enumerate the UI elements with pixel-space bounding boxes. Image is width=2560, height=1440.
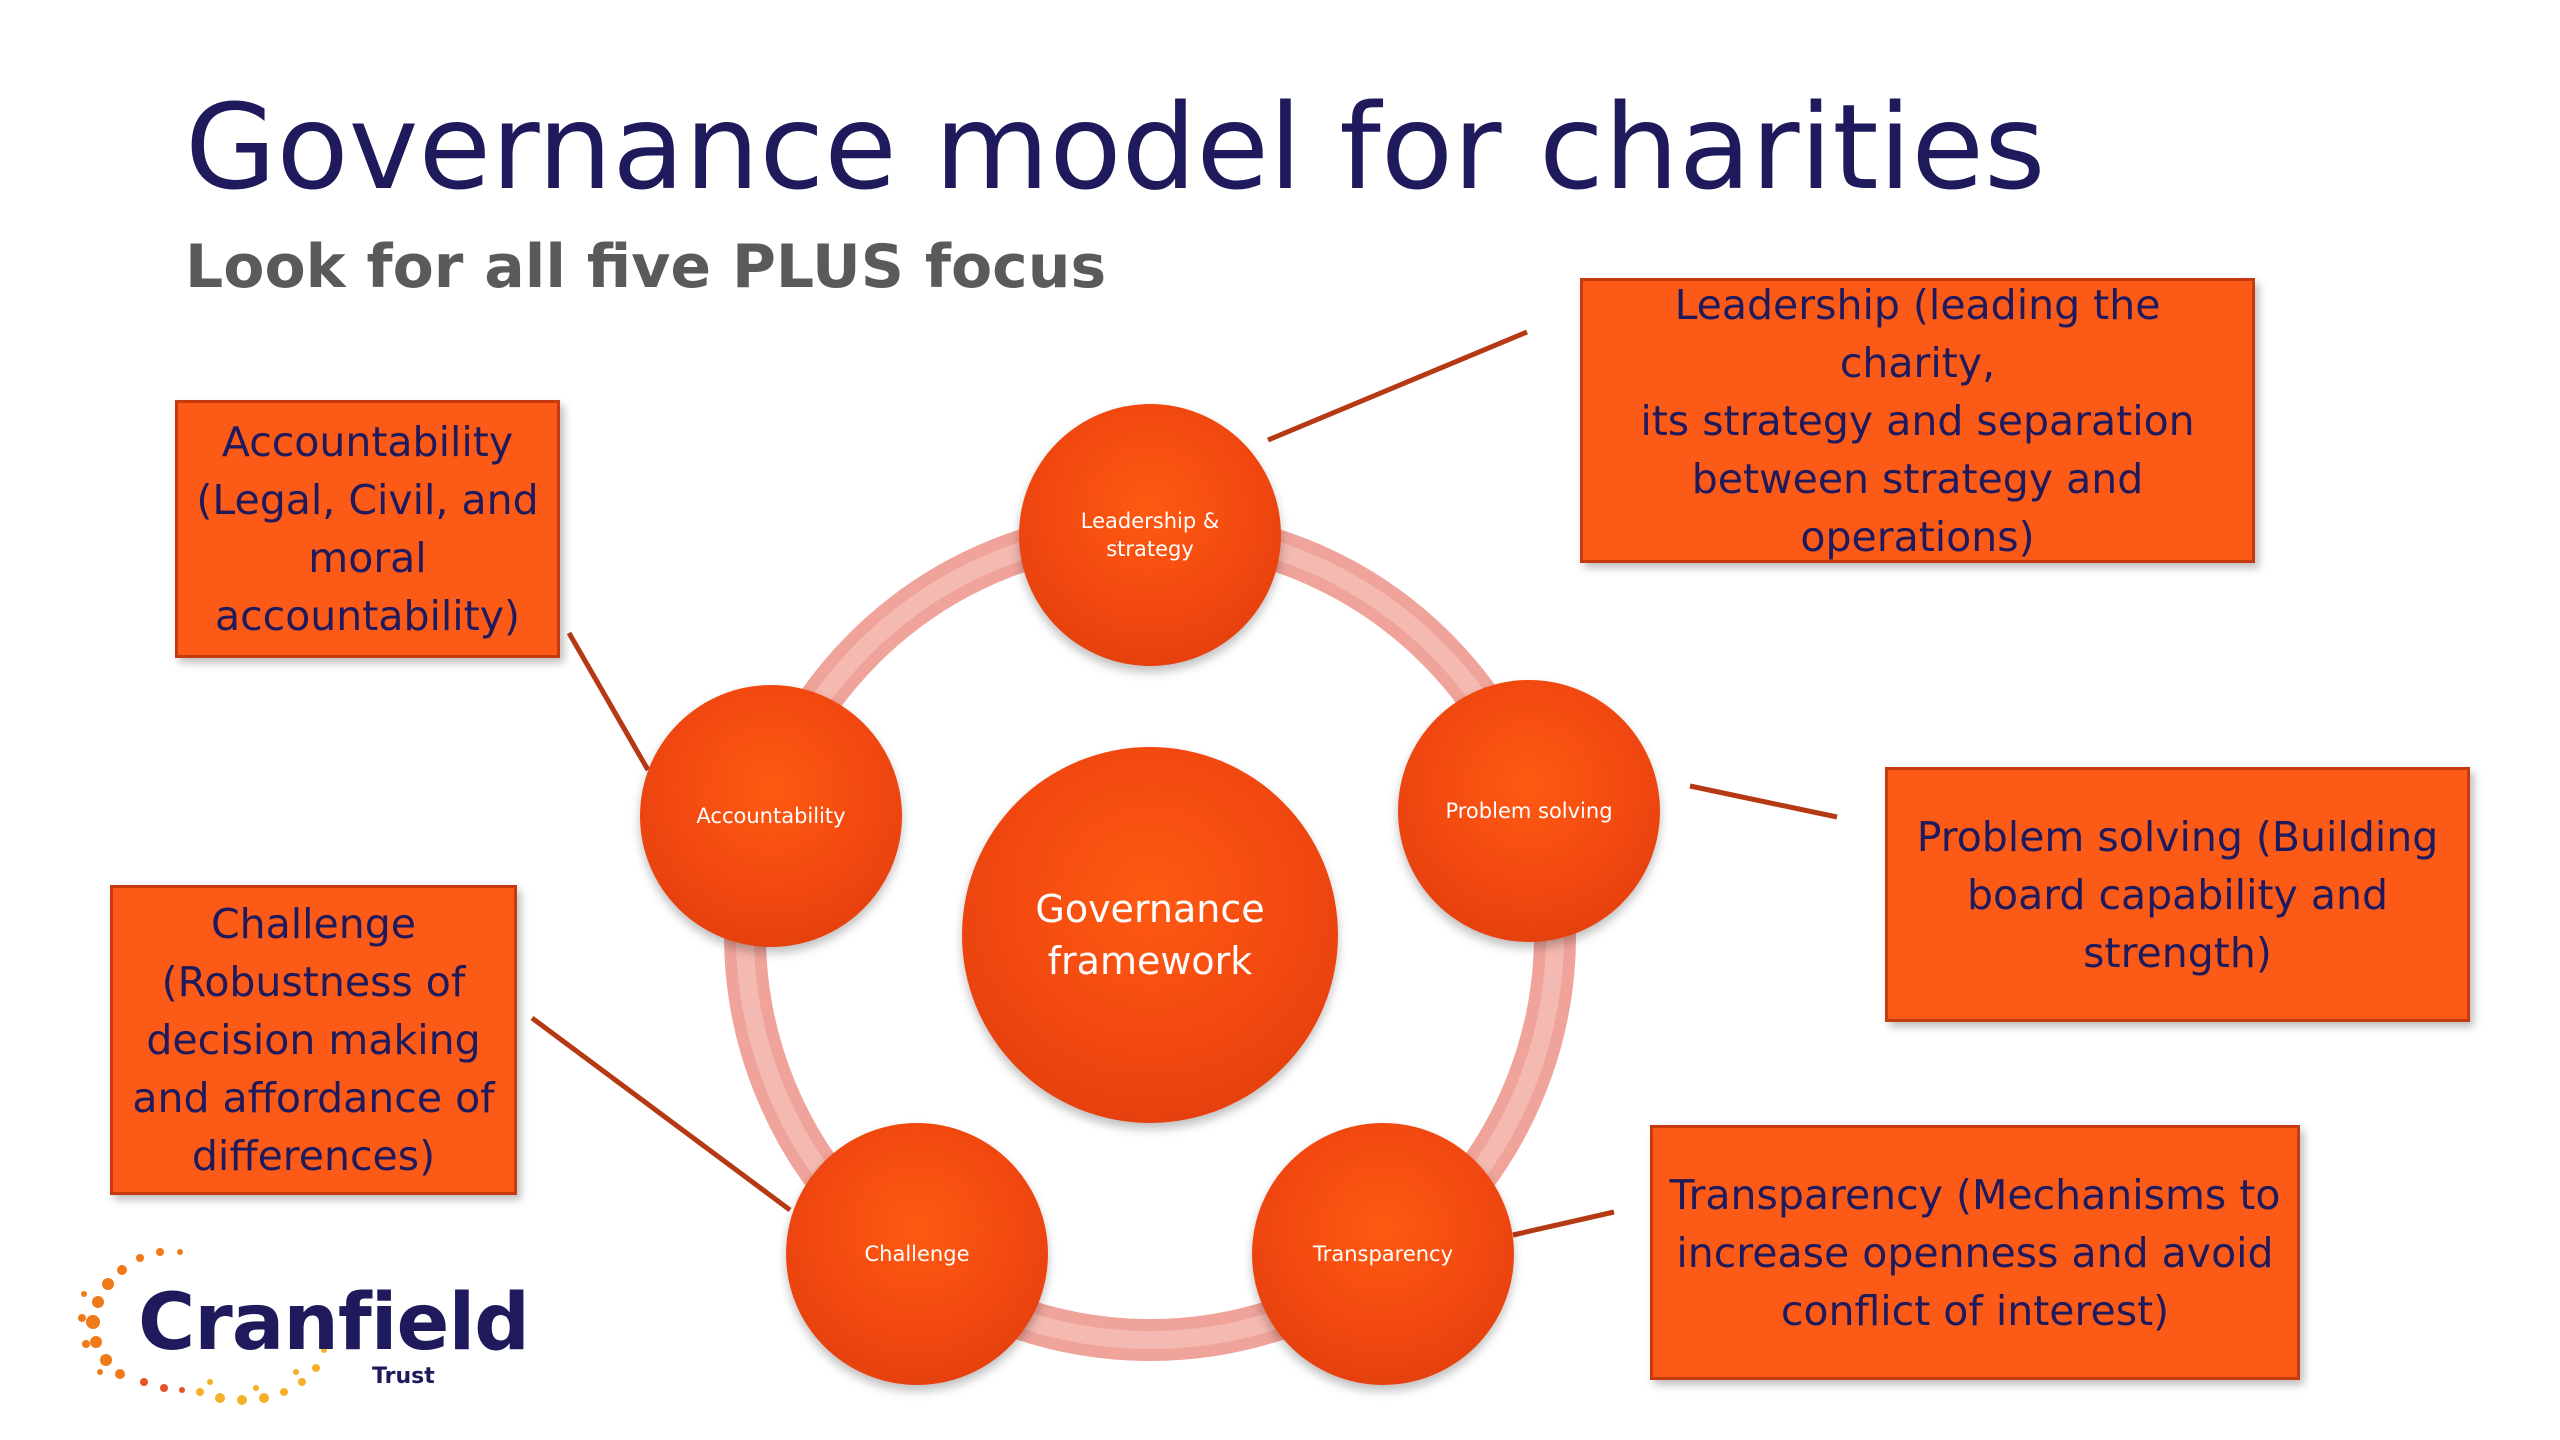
callout-accountability: Accountability (Legal, Civil, and moral … (175, 400, 560, 658)
callout-line: (Legal, Civil, and (196, 476, 539, 524)
slide-subtitle: Look for all five PLUS focus (185, 232, 1107, 302)
callout-line: Accountability (221, 418, 514, 466)
callout-challenge: Challenge (Robustness of decision making… (110, 885, 517, 1195)
callout-line: Transparency (Mechanisms to (1669, 1170, 2281, 1219)
logo-dots-icon (78, 1248, 327, 1405)
node-label: Problem solving (1445, 799, 1613, 823)
callout-line: conflict of interest) (1780, 1286, 2170, 1335)
callout-line: increase openness and avoid (1676, 1228, 2274, 1277)
callout-line: Challenge (211, 900, 416, 948)
callout-leadership: Leadership (leading the charity, its str… (1580, 278, 2255, 563)
callout-line: board capability and (1967, 870, 2388, 919)
callout-line: operations) (1800, 512, 2035, 561)
logo-wordmark: Cranfield (138, 1278, 530, 1368)
callout-line: (Robustness of (161, 958, 466, 1006)
node-accountability: Accountability (640, 685, 902, 947)
callout-line: decision making (146, 1016, 481, 1064)
node-label: Leadership & strategy (1080, 509, 1220, 561)
connector-accountability (566, 631, 651, 772)
node-label: Accountability (696, 804, 846, 828)
slide-title: Governance model for charities (185, 78, 2046, 216)
callout-line: accountability) (215, 592, 520, 640)
callout-line: strength) (2083, 928, 2272, 977)
node-problem-solving: Problem solving (1398, 680, 1660, 942)
callout-line: between strategy and (1691, 454, 2144, 503)
callout-transparency: Transparency (Mechanisms to increase ope… (1650, 1125, 2300, 1380)
node-transparency: Transparency (1252, 1123, 1514, 1385)
callout-line: moral (308, 534, 427, 582)
callout-line: Problem solving (Building (1916, 812, 2439, 861)
callout-problem-solving: Problem solving (Building board capabili… (1885, 767, 2470, 1022)
logo-subtext: Trust (372, 1364, 435, 1389)
node-label: Transparency (1312, 1242, 1454, 1266)
node-challenge: Challenge (786, 1123, 1048, 1385)
node-label: Challenge (864, 1242, 970, 1266)
node-label: Governance framework (1035, 887, 1265, 983)
connector-problem (1689, 783, 1838, 820)
connector-challenge (530, 1015, 792, 1213)
callout-line: Leadership (leading the charity, (1674, 280, 2161, 387)
callout-line: differences) (191, 1132, 436, 1180)
callout-line: its strategy and separation (1640, 396, 2195, 445)
node-leadership-strategy: Leadership & strategy (1019, 404, 1281, 666)
node-governance-framework: Governance framework (962, 747, 1338, 1123)
connector-transparency (1512, 1209, 1615, 1238)
cranfield-trust-logo: Cranfield Trust (60, 1222, 530, 1412)
connector-leadership (1267, 329, 1528, 443)
callout-line: and affordance of (132, 1074, 495, 1122)
